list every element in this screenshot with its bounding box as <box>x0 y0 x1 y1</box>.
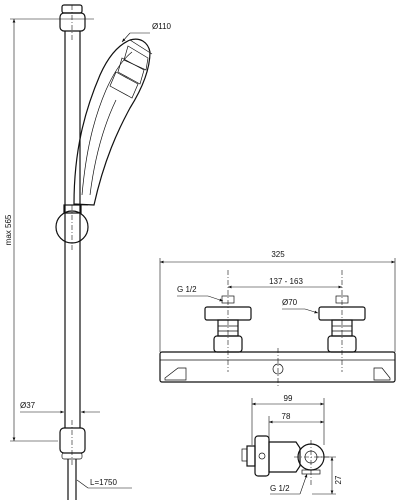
left-inlet <box>204 270 252 372</box>
rail-diameter-label: Ø37 <box>20 401 36 410</box>
max-height-label: max 565 <box>4 214 13 245</box>
mixer-side-view: 99 78 G 1/2 27 <box>241 394 343 495</box>
knob-diameter-label: Ø70 <box>282 298 298 307</box>
mixer-front-view: 325 137 - 163 G 1/2 Ø70 <box>159 250 396 388</box>
bottom-wall-bracket <box>59 420 86 465</box>
shower-rail-assembly <box>55 4 153 500</box>
total-depth-label: 99 <box>284 394 293 403</box>
hand-shower <box>73 38 153 206</box>
top-wall-bracket <box>59 4 86 40</box>
slide-rail <box>64 31 81 428</box>
slider-holder <box>55 204 89 250</box>
centres-label: 137 - 163 <box>269 277 303 286</box>
shower-hose <box>67 459 77 500</box>
side-wall-connection <box>241 435 270 477</box>
rail-diameter-dimension: Ø37 <box>20 401 100 414</box>
side-body <box>268 440 330 485</box>
left-connection-label: G 1/2 <box>177 285 197 294</box>
hose-length-label: L=1750 <box>90 478 117 487</box>
head-diameter-dimension: Ø110 <box>121 22 172 43</box>
height-offset-label: 27 <box>334 475 343 484</box>
mixer-body <box>159 348 396 388</box>
head-diameter-label: Ø110 <box>152 22 172 31</box>
hose-length-dimension: L=1750 <box>76 478 132 489</box>
max-height-dimension: max 565 <box>4 18 94 442</box>
side-connection-label: G 1/2 <box>270 484 290 493</box>
mixer-width-label: 325 <box>271 250 285 259</box>
body-depth-label: 78 <box>282 412 291 421</box>
right-inlet <box>318 270 366 372</box>
